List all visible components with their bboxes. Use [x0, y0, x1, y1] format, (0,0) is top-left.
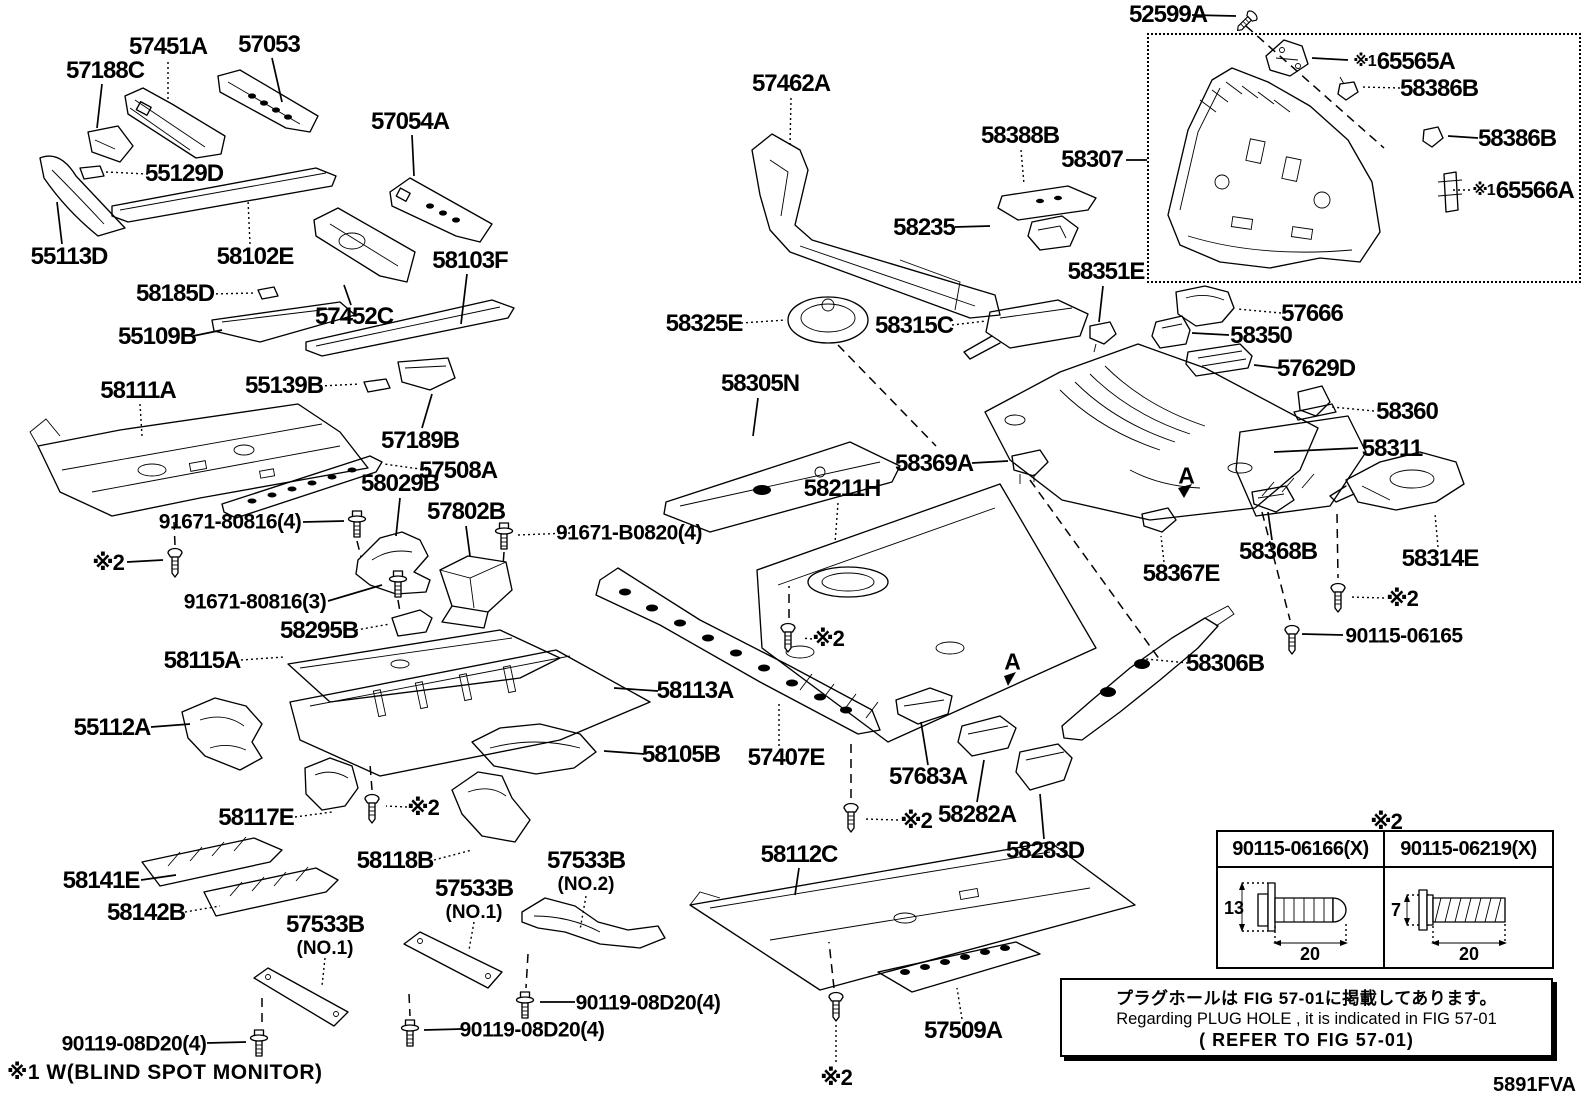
- dim-length: 20: [1300, 944, 1321, 964]
- part-label: 58350: [1230, 321, 1293, 349]
- fastener-table: 90115-06166(X) 90115-06219(X) 13 20: [1216, 830, 1554, 969]
- fastener-part-number: 90115-06166(X): [1218, 832, 1385, 868]
- dim-length: 20: [1459, 944, 1480, 964]
- part-label: 57189B: [380, 426, 460, 454]
- note-line-english: Regarding PLUG HOLE , it is indicated in…: [1116, 1010, 1497, 1028]
- part-label: 90119-08D20(4): [459, 1018, 605, 1042]
- part-label: 58315C: [874, 311, 954, 339]
- part-label: 58282A: [937, 800, 1017, 828]
- dim-head-height: 7: [1391, 900, 1402, 920]
- part-label: ※165565A: [1353, 47, 1456, 75]
- plug-hole-note: プラグホールは FIG 57-01に掲載してあります。 Regarding PL…: [1060, 978, 1553, 1057]
- part-label: 55113D: [30, 242, 109, 270]
- part-label: 58307: [1061, 145, 1124, 173]
- note-line-japanese: プラグホールは FIG 57-01に掲載してあります。: [1115, 989, 1498, 1008]
- part-label: ※2: [820, 1064, 853, 1090]
- part-label: 58325E: [665, 309, 744, 337]
- part-label: 58142B: [106, 898, 186, 926]
- part-label: 57451A: [128, 32, 208, 60]
- figure-code: 5891FVA: [1492, 1074, 1576, 1096]
- note-line-refer: ( REFER TO FIG 57-01): [1199, 1030, 1414, 1050]
- part-label: 57802B: [426, 497, 506, 525]
- bolt-drawing: [1404, 889, 1507, 946]
- part-label: 91671-80816(3): [183, 590, 327, 614]
- part-label: 58111A: [100, 376, 176, 404]
- dim-head-height: 13: [1224, 898, 1245, 918]
- part-label: 57452C: [314, 302, 394, 330]
- part-label: 57533B(NO.2): [546, 847, 626, 896]
- part-label: 57629D: [1276, 354, 1356, 382]
- part-label: 57509A: [923, 1016, 1003, 1044]
- part-label: 58115A: [163, 646, 242, 674]
- blind-spot-footnote: ※1 W(BLIND SPOT MONITOR): [7, 1061, 323, 1084]
- part-label: 57462A: [751, 69, 831, 97]
- fastener-part-number: 90115-06219(X): [1385, 832, 1552, 868]
- part-label: 57533B(NO.1): [285, 911, 365, 960]
- part-label: 58117E: [218, 803, 294, 831]
- part-label: 58105B: [641, 740, 721, 768]
- part-label: 90119-08D20(4): [61, 1032, 207, 1056]
- part-label: 57683A: [888, 762, 968, 790]
- part-label: ※165566A: [1472, 176, 1575, 204]
- part-label: 58305N: [720, 369, 800, 397]
- part-label: 58369A: [894, 449, 974, 477]
- part-label: ※2: [812, 625, 845, 651]
- part-label: 58235: [893, 213, 956, 241]
- part-label: 58351E: [1067, 257, 1146, 285]
- part-label: 58386B: [1399, 74, 1479, 102]
- part-label: 58103F: [432, 246, 508, 274]
- part-label: 57533B(NO.1): [434, 875, 514, 924]
- part-label: 57188C: [65, 56, 145, 84]
- part-label: 58118B: [356, 846, 435, 874]
- part-label: 58112C: [760, 840, 839, 868]
- bolt-drawing: [1239, 882, 1348, 946]
- part-label: 58029B: [360, 469, 440, 497]
- part-label: 57407E: [747, 743, 826, 771]
- part-label: 58367E: [1142, 559, 1221, 587]
- part-label: 90115-06165: [1345, 624, 1463, 648]
- part-label: ※2: [1386, 585, 1419, 611]
- fastener-drawing-cell: 7 20: [1385, 868, 1552, 968]
- part-label: 58113A: [656, 676, 735, 704]
- part-label: 57053: [238, 30, 301, 58]
- part-label: ※2: [92, 549, 125, 575]
- part-label: ※2: [1370, 808, 1403, 834]
- part-label: 55129D: [144, 159, 224, 187]
- part-label: 58295B: [279, 616, 359, 644]
- part-label: 58388B: [980, 121, 1060, 149]
- view-marker: A: [1004, 648, 1021, 675]
- view-marker: A: [1178, 462, 1195, 489]
- part-label: 58141E: [62, 866, 141, 894]
- part-label: 57508A: [418, 456, 498, 484]
- part-label: 57666: [1281, 299, 1344, 327]
- part-label: 58306B: [1185, 649, 1265, 677]
- part-label: 58211H: [803, 474, 882, 502]
- part-label: 58185D: [135, 279, 215, 307]
- part-label: ※2: [407, 794, 440, 820]
- part-label: 58314E: [1401, 544, 1480, 572]
- part-label: 90119-08D20(4): [575, 991, 721, 1015]
- part-label: 58102E: [216, 242, 295, 270]
- part-label: ※2: [900, 807, 933, 833]
- part-label: 55112A: [73, 713, 152, 741]
- fastener-drawing-cell: 13 20: [1218, 868, 1385, 968]
- part-label: 58368B: [1238, 537, 1318, 565]
- part-label: 58311: [1361, 434, 1423, 462]
- part-label: 55109B: [117, 322, 197, 350]
- part-label: 91671-B0820(4): [556, 521, 702, 545]
- dash-panel-inset-box: [1147, 33, 1581, 283]
- part-label: 52599A: [1128, 0, 1208, 28]
- part-label: 55139B: [244, 371, 324, 399]
- part-label: 91671-80816(4): [158, 510, 302, 534]
- part-label: 58386B: [1477, 124, 1557, 152]
- part-label: 57054A: [370, 107, 450, 135]
- part-label: 58360: [1376, 397, 1439, 425]
- part-label: 58283D: [1005, 836, 1085, 864]
